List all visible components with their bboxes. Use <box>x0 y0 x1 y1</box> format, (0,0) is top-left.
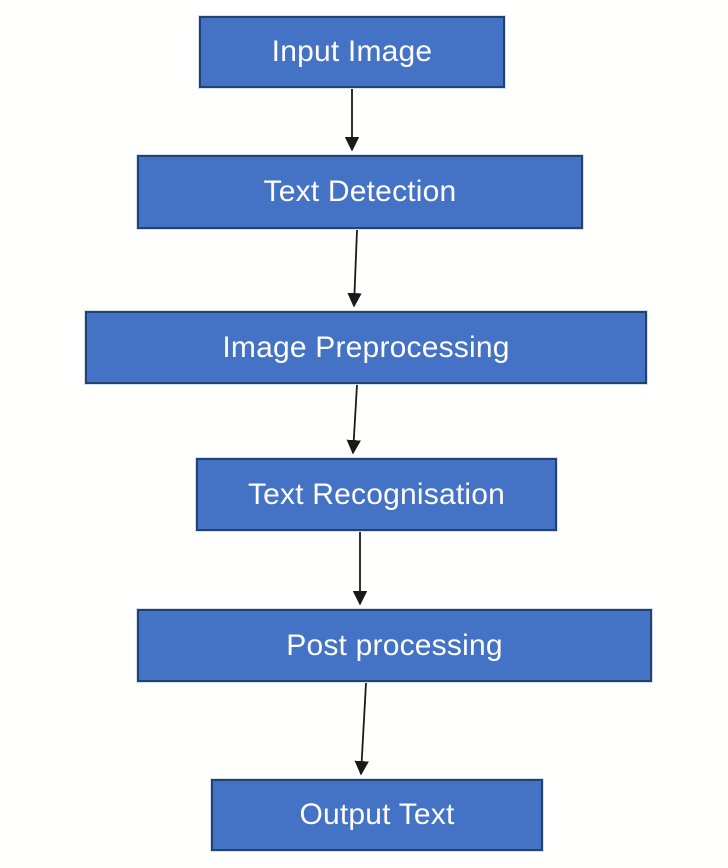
flow-node-text-detection: Text Detection <box>137 155 583 229</box>
arrow-detection-to-preprocessing <box>347 229 362 308</box>
flow-node-label: Image Preprocessing <box>222 330 510 364</box>
flow-node-text-recognisation: Text Recognisation <box>196 458 557 531</box>
flow-node-label: Text Detection <box>263 175 457 208</box>
arrow-postprocessing-to-output <box>354 682 369 776</box>
flow-node-input-image: Input Image <box>199 16 505 88</box>
flow-node-post-processing: Post processing <box>137 609 652 682</box>
flow-node-label: Output Text <box>299 798 455 831</box>
flow-node-label: Post processing <box>286 628 503 662</box>
flow-node-label: Text Recognisation <box>247 477 506 511</box>
flow-node-label: Input Image <box>271 35 433 68</box>
arrow-preprocessing-to-recognisation <box>346 384 361 455</box>
flow-node-image-preprocessing: Image Preprocessing <box>85 311 647 384</box>
flow-node-output-text: Output Text <box>211 779 543 851</box>
